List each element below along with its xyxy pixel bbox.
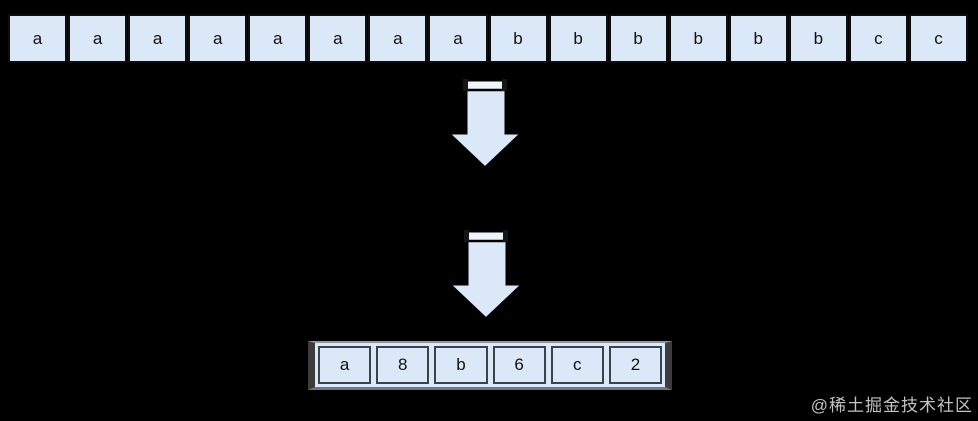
sequence-cell: a xyxy=(308,14,368,63)
watermark-text: @稀土掘金技术社区 xyxy=(810,396,973,415)
sequence-cell: a xyxy=(128,14,188,63)
sequence-cell: b xyxy=(788,14,848,63)
sequence-cell: b xyxy=(548,14,608,63)
encoded-cell: c xyxy=(550,346,604,384)
encoded-cell: b xyxy=(434,346,488,384)
sequence-cell: b xyxy=(728,14,788,63)
sequence-cell: a xyxy=(68,14,128,63)
sequence-cell: a xyxy=(188,14,248,63)
sequence-cell: a xyxy=(428,14,488,63)
sequence-cell: b xyxy=(608,14,668,63)
sequence-cell: a xyxy=(8,14,68,63)
sequence-cell: a xyxy=(368,14,428,63)
encoded-cell: 8 xyxy=(376,346,430,384)
encoded-cell: a xyxy=(318,346,372,384)
sequence-cell: b xyxy=(488,14,548,63)
sequence-cell: c xyxy=(848,14,908,63)
encoded-cell: 2 xyxy=(608,346,663,384)
sequence-cell: a xyxy=(248,14,308,63)
input-sequence-row: a a a a a a a a b b b b b b c c xyxy=(8,14,968,63)
encoded-output-row: a 8 b 6 c 2 xyxy=(308,341,672,390)
down-arrow-icon xyxy=(447,229,525,321)
sequence-cell: b xyxy=(668,14,728,63)
encoded-cell: 6 xyxy=(492,346,546,384)
down-arrow-icon xyxy=(446,78,524,170)
sequence-cell: c xyxy=(908,14,968,63)
